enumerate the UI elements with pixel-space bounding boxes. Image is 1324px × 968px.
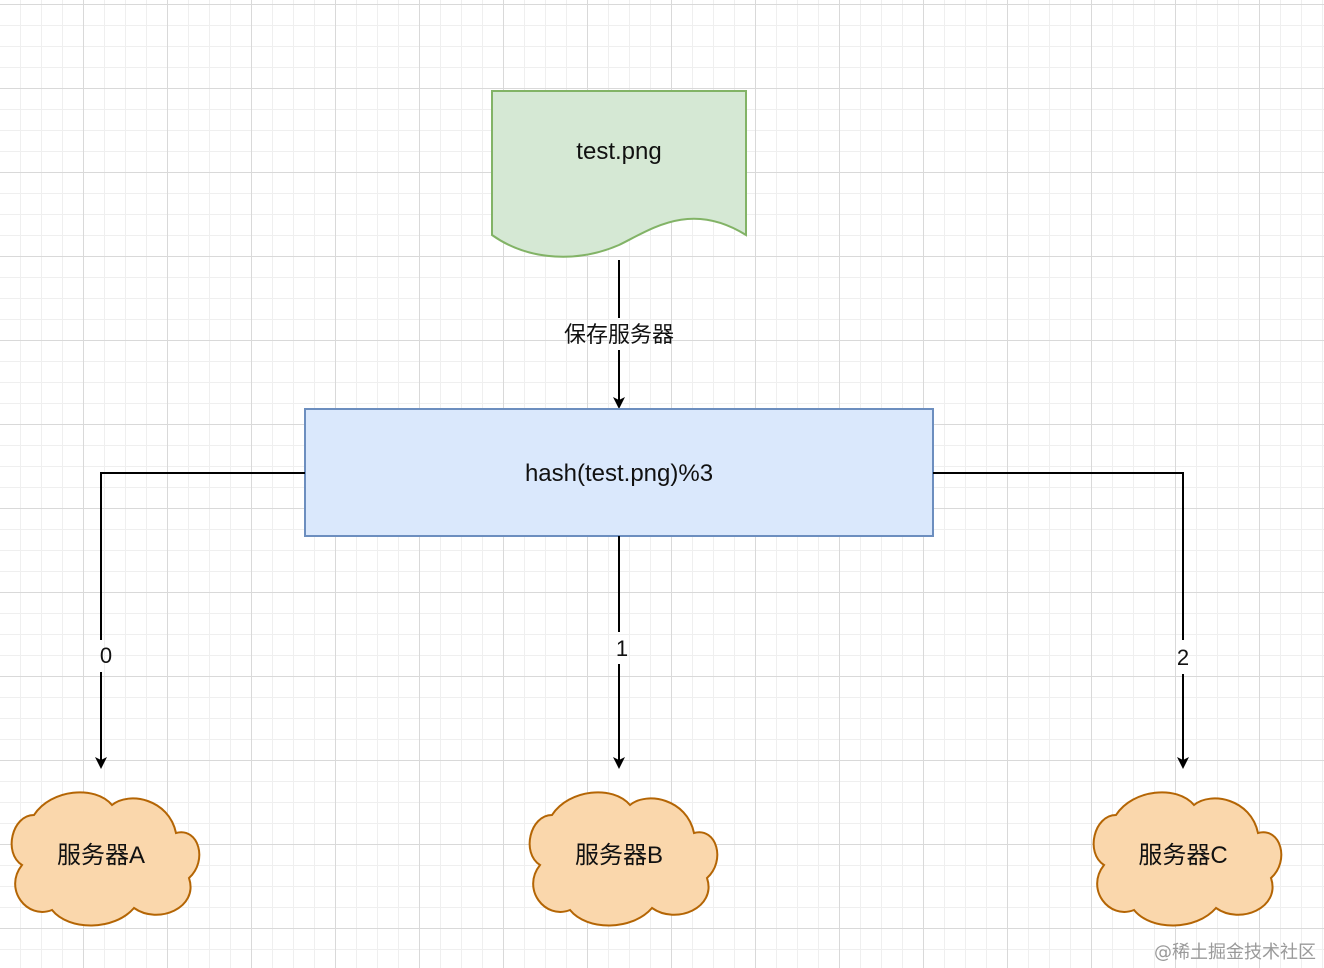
server-c-label: 服务器C — [1138, 842, 1227, 869]
edge-save-label: 保存服务器 — [564, 322, 674, 347]
edge-1-label: 1 — [616, 636, 628, 661]
hash-node-label: hash(test.png)%3 — [525, 460, 713, 487]
edge-save-to-server[interactable]: 保存服务器 — [564, 260, 674, 409]
file-node[interactable]: test.png — [491, 90, 747, 258]
edge-0[interactable]: 0 — [95, 472, 305, 769]
server-b-node[interactable]: 服务器B — [528, 791, 719, 927]
server-b-label: 服务器B — [575, 842, 663, 869]
hash-node[interactable]: hash(test.png)%3 — [304, 408, 934, 537]
edge-0-label: 0 — [100, 643, 112, 668]
watermark: @稀土掘金技术社区 — [1154, 942, 1316, 963]
edge-2[interactable]: 2 — [933, 472, 1189, 769]
server-c-node[interactable]: 服务器C — [1092, 791, 1283, 927]
server-a-label: 服务器A — [57, 842, 145, 869]
edge-2-label: 2 — [1177, 645, 1189, 670]
file-node-label: test.png — [576, 138, 661, 165]
server-a-node[interactable]: 服务器A — [10, 791, 201, 927]
file-node-shape — [491, 90, 747, 258]
edge-1[interactable]: 1 — [613, 536, 628, 769]
